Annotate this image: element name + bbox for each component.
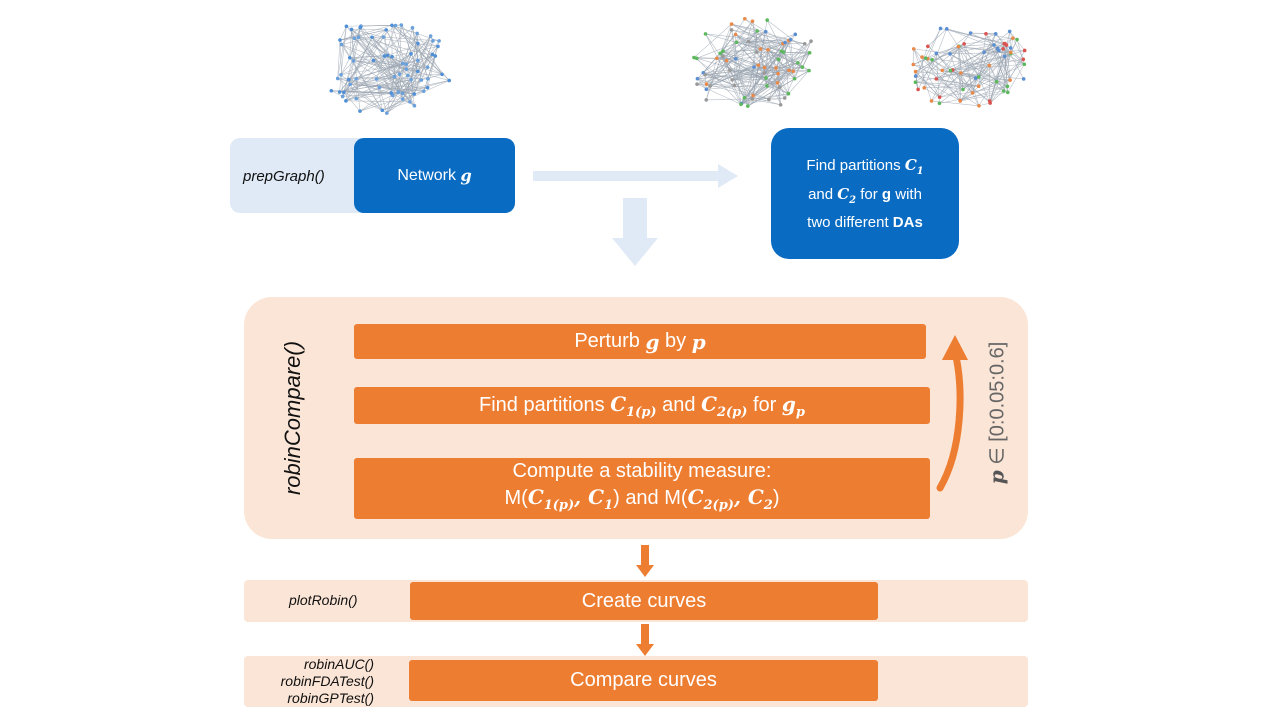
p-range-label: p ∈ [0:0.05:0.6] (985, 342, 1010, 485)
p-symbol: p (984, 470, 1009, 485)
find-das: DAs (892, 213, 923, 231)
step2-gp: gp (781, 391, 805, 420)
robincompare-function-label: robinCompare() (280, 340, 305, 496)
perturb-text: Perturb (574, 330, 640, 352)
network-g-box: Network g (354, 138, 515, 213)
network-var: g (460, 166, 472, 185)
stability-measure-step: Compute a stability measure: M(C1(p), C1… (354, 458, 930, 519)
perturb-p: p (691, 329, 706, 354)
perturb-g: g (645, 329, 660, 354)
find-text-2a: and (808, 185, 834, 203)
find-text-2c: with (895, 185, 922, 203)
stability-line-1: Compute a stability measure: (512, 460, 772, 482)
down-arrow-small-1 (636, 545, 654, 577)
loop-arrow (936, 335, 968, 492)
find-text-3a: two different (807, 213, 889, 231)
step2-and: and (662, 394, 696, 416)
c2-symbol: C2 (837, 184, 857, 206)
right-arrow (533, 164, 738, 188)
step2-c2p: C2(p) (701, 391, 748, 420)
find-partitions-box: Find partitions C1 and C2 for g with two… (771, 128, 959, 259)
stability-line-2: M(C1(p), C1) and M(C2(p), C2) (504, 485, 780, 513)
find-g: g (881, 185, 892, 203)
perturb-by: by (665, 330, 687, 352)
perturb-step: Perturb g by p (354, 324, 926, 359)
find-line-2: and C2 for g with (808, 183, 922, 212)
find-line-1: Find partitions C1 (806, 154, 923, 183)
step2-text: Find partitions (479, 394, 605, 416)
prepgraph-function-label: prepGraph() (243, 168, 325, 185)
p-range-text: ∈ [0:0.05:0.6] (986, 341, 1009, 465)
network-graph-image (329, 23, 451, 115)
create-curves-box: Create curves (410, 582, 878, 620)
down-arrow-small-2 (636, 624, 654, 656)
find-text-1: Find partitions (806, 156, 901, 174)
step2-for: for (752, 394, 777, 416)
step2-c1p: C1(p) (610, 391, 657, 420)
robinfdatest-label: robinFDATest() (280, 673, 374, 689)
robinauc-label: robinAUC() (303, 656, 374, 672)
plotrobin-function-label: plotRobin() (289, 592, 358, 608)
c1-symbol: C1 (904, 155, 924, 177)
find-line-3: two different DAs (807, 212, 923, 234)
down-arrow-large (612, 198, 658, 266)
network-label: Network (397, 166, 457, 184)
compare-curves-box: Compare curves (409, 660, 878, 701)
find-text-2b: for (860, 185, 878, 203)
network-partition-image-2 (911, 26, 1027, 108)
robingptest-label: robinGPTest() (287, 690, 374, 706)
find-partitions-step: Find partitions C1(p) and C2(p) for gp (354, 387, 930, 424)
compare-functions: robinAUC() robinFDATest() robinGPTest() (244, 656, 374, 707)
network-partition-image-1 (692, 16, 813, 108)
